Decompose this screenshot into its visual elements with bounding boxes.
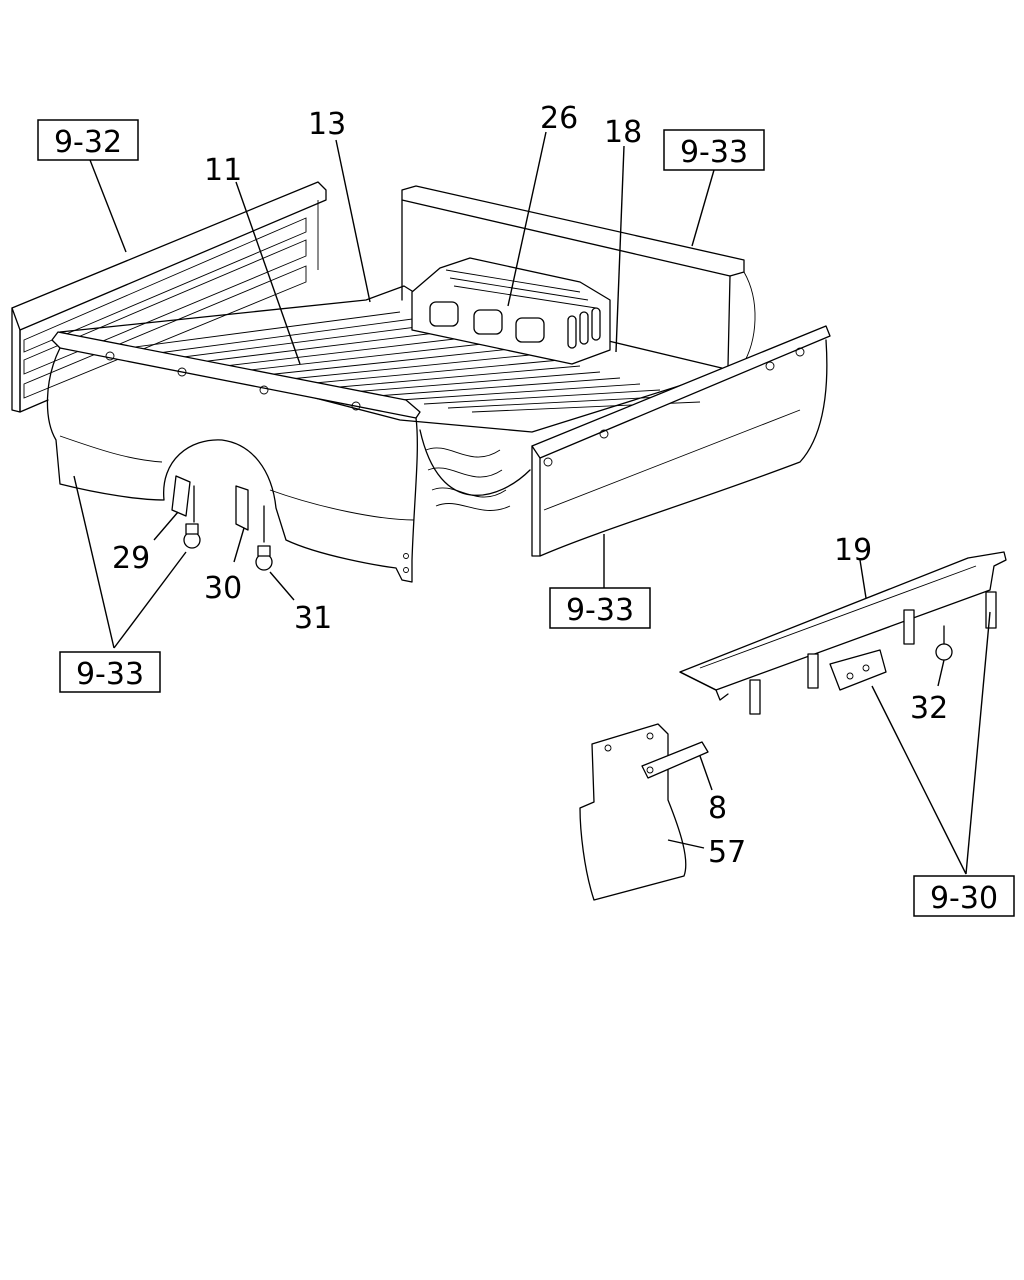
callout-29: 29 [112, 541, 150, 576]
screw-32 [935, 625, 953, 661]
fender-bracket-30 [235, 485, 265, 543]
ref-box-9-30[interactable]: 9-30 [913, 875, 1015, 917]
callout-57: 57 [708, 835, 746, 870]
leader-lines [73, 131, 991, 875]
fender-bracket-29 [171, 475, 195, 523]
callout-19: 19 [834, 533, 872, 568]
ref-box-9-32[interactable]: 9-32 [37, 119, 139, 161]
ref-label: 9-30 [930, 881, 998, 916]
right-outer-side-panel [531, 325, 831, 557]
callout-30: 30 [204, 571, 242, 606]
mud-flap-bracket [641, 741, 709, 779]
callout-13: 13 [308, 107, 346, 142]
callout-32: 32 [910, 691, 948, 726]
ref-box-9-33-left[interactable]: 9-33 [59, 651, 161, 693]
bolt-31 [255, 545, 273, 571]
ref-label: 9-32 [54, 125, 122, 160]
left-outer-side-panel [46, 331, 421, 583]
bolt-left [183, 523, 201, 549]
ref-box-9-33-top[interactable]: 9-33 [663, 129, 765, 171]
front-headboard [401, 185, 756, 367]
ref-box-9-33-right[interactable]: 9-33 [549, 587, 651, 629]
bed-floor [59, 285, 731, 511]
left-inner-side-panel [11, 181, 327, 413]
ref-label: 9-33 [76, 657, 144, 692]
callout-18: 18 [604, 115, 642, 150]
mud-flap [579, 723, 687, 901]
ref-label: 9-33 [566, 593, 634, 628]
callout-8: 8 [708, 791, 727, 826]
callout-31: 31 [294, 601, 332, 636]
rear-crossmember [679, 551, 1007, 715]
callout-26: 26 [540, 101, 578, 136]
ref-label: 9-33 [680, 135, 748, 170]
cab-protector [411, 257, 611, 365]
callout-11: 11 [204, 153, 242, 188]
